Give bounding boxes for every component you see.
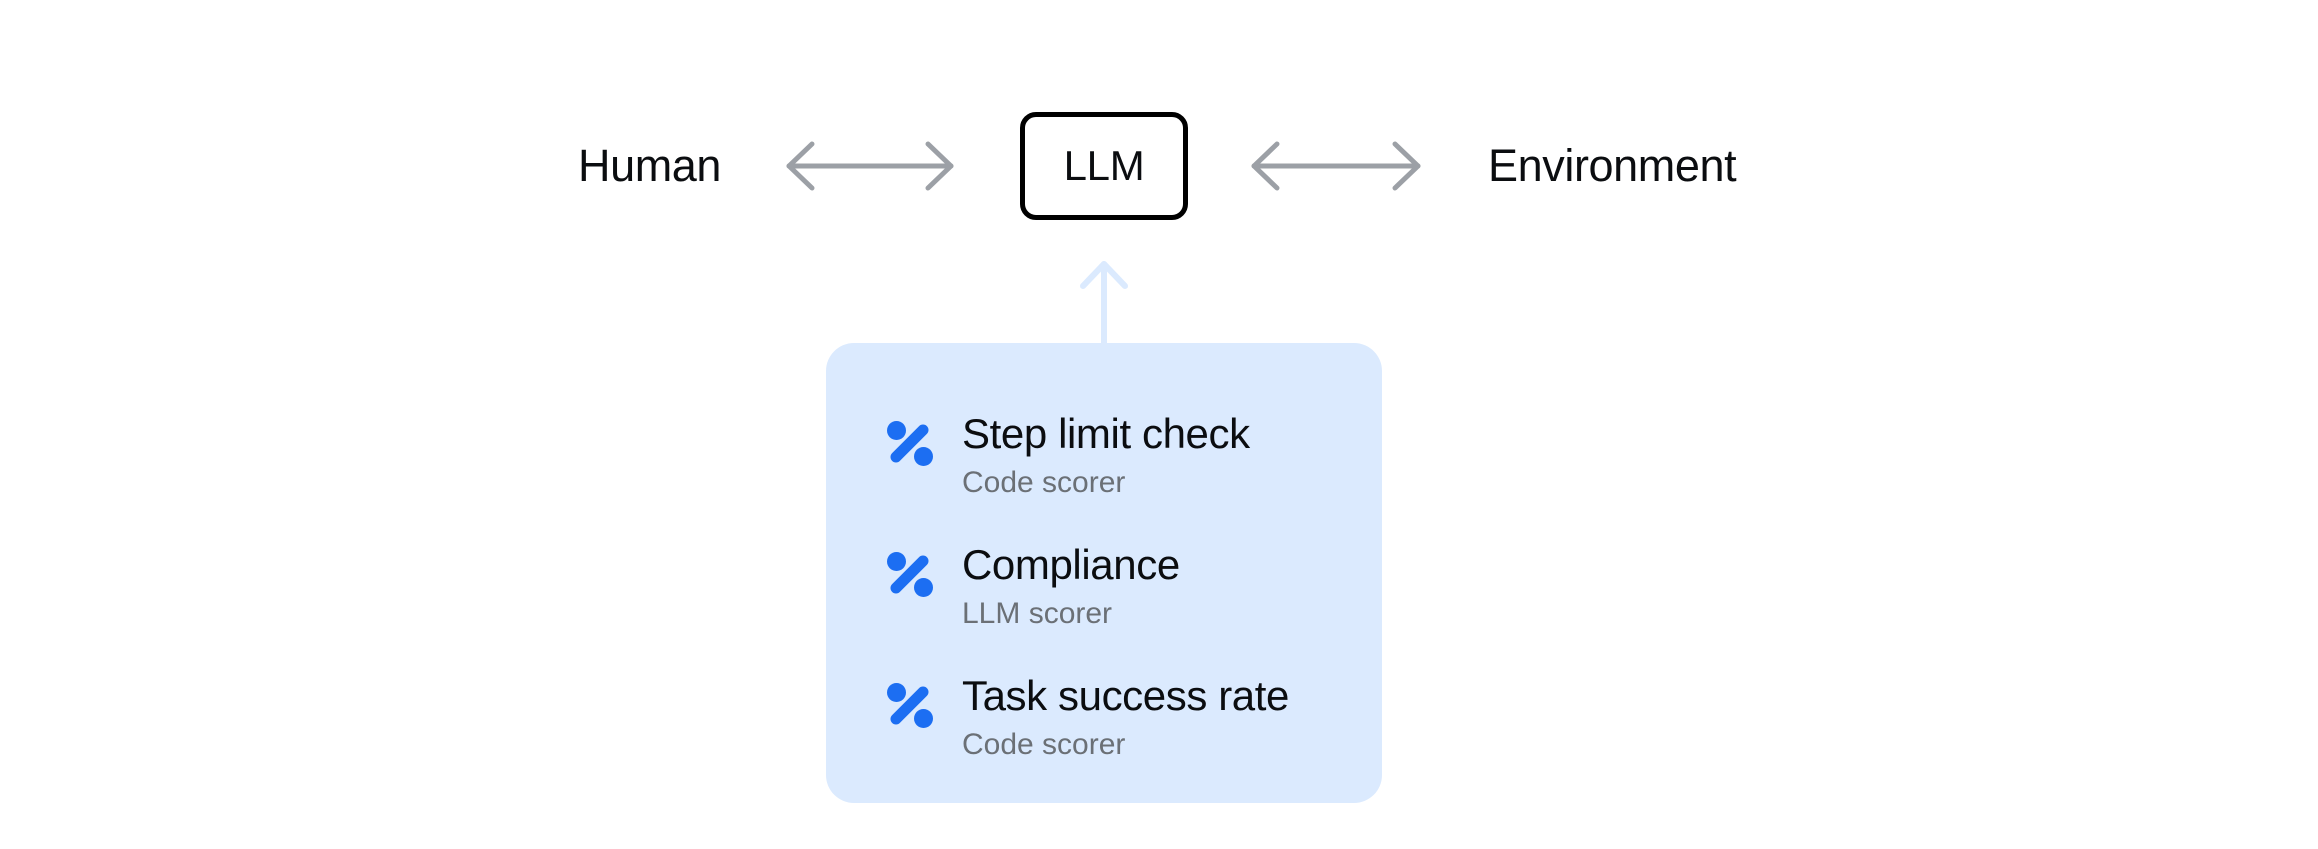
percent-icon bbox=[887, 552, 933, 597]
node-environment-label: Environment bbox=[1488, 140, 1737, 191]
percent-icon bbox=[887, 683, 933, 728]
scorer-title: Compliance bbox=[962, 541, 1180, 588]
scorer-item: Step limit check Code scorer bbox=[887, 408, 1342, 501]
scorer-item-text: Step limit check Code scorer bbox=[962, 408, 1250, 501]
scorer-item: Task success rate Code scorer bbox=[887, 670, 1342, 763]
percent-icon bbox=[887, 421, 933, 466]
scorer-subtitle: LLM scorer bbox=[962, 597, 1113, 630]
scorer-item-text: Task success rate Code scorer bbox=[962, 670, 1289, 763]
scorer-subtitle: Code scorer bbox=[962, 728, 1126, 761]
scorers-panel: Step limit check Code scorer Compliance … bbox=[826, 343, 1382, 803]
scorer-subtitle: Code scorer bbox=[962, 466, 1126, 499]
node-llm-label: LLM bbox=[1063, 142, 1145, 189]
scorer-title: Step limit check bbox=[962, 410, 1250, 457]
scorer-item: Compliance LLM scorer bbox=[887, 539, 1342, 632]
llm-environment-double-arrow-icon bbox=[1251, 141, 1421, 191]
node-human-label: Human bbox=[578, 140, 722, 191]
scorer-title: Task success rate bbox=[962, 672, 1289, 719]
scorer-item-text: Compliance LLM scorer bbox=[962, 539, 1180, 632]
scorers-to-llm-up-arrow-icon bbox=[1080, 261, 1128, 346]
human-llm-double-arrow-icon bbox=[786, 141, 954, 191]
node-llm-box: LLM bbox=[1020, 112, 1188, 220]
